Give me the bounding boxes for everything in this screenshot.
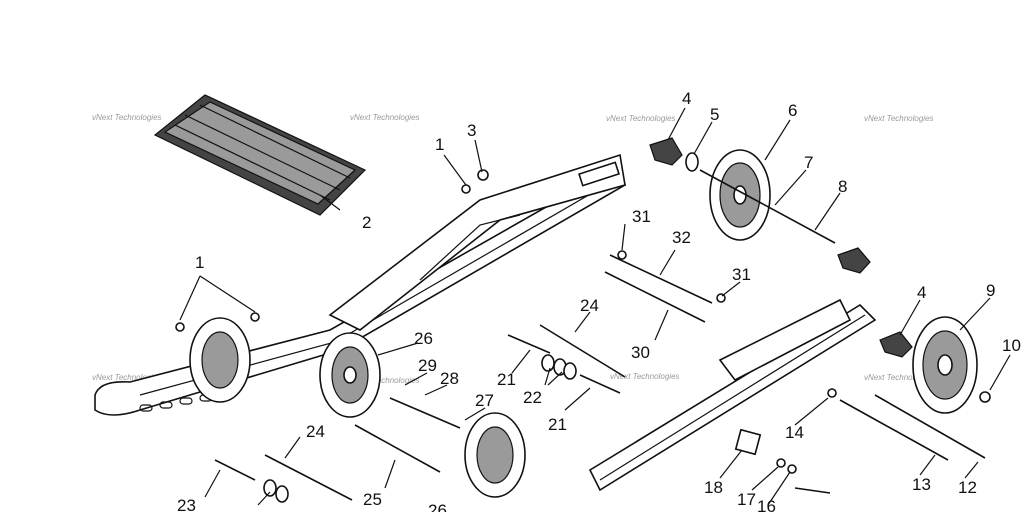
callout-label: 14 — [785, 423, 804, 442]
watermark-text: vNext Technologies — [864, 373, 934, 382]
small-parts — [175, 137, 991, 503]
callout-label: 32 — [672, 228, 691, 247]
callout-label: 7 — [804, 153, 813, 172]
wheel-part — [464, 412, 526, 498]
callout-label: 21 — [548, 415, 567, 434]
callout-label: 6 — [788, 101, 797, 120]
wheel-part — [709, 149, 771, 241]
callout-label: 4 — [682, 89, 691, 108]
callout-label: 31 — [632, 207, 651, 226]
watermark-text: vNext Technologies — [92, 113, 162, 122]
track-mat-part — [153, 94, 367, 216]
callout-label: 24 — [580, 296, 599, 315]
callout-label: 10 — [1002, 336, 1021, 355]
callout-label: 30 — [631, 343, 650, 362]
callout-label: 21 — [497, 370, 516, 389]
callout-label: 23 — [177, 496, 196, 512]
callout-label: 22 — [523, 388, 542, 407]
wheel-part — [189, 317, 251, 403]
leader-lines — [179, 107, 1011, 506]
callout-label: 12 — [958, 478, 977, 497]
callout-label: 18 — [704, 478, 723, 497]
callout-label: 26 — [414, 329, 433, 348]
upper-rail — [328, 153, 626, 331]
right-rail — [588, 298, 877, 492]
callout-label: 4 — [917, 283, 926, 302]
watermark-text: vNext Technologies — [606, 114, 676, 123]
callout-label: 9 — [986, 281, 995, 300]
shafts — [214, 169, 986, 501]
watermark-text: vNext Technologies — [864, 114, 934, 123]
watermark-text: vNext Technologies — [92, 373, 162, 382]
callout-label: 29 — [418, 356, 437, 375]
callout-label: 16 — [757, 497, 776, 512]
wheel-part — [912, 316, 978, 414]
watermark-text: vNext Technologies — [610, 372, 680, 381]
callout-label: 17 — [737, 490, 756, 509]
callout-label: 2 — [362, 213, 371, 232]
callout-label: 31 — [732, 265, 751, 284]
callout-label: 26 — [428, 501, 447, 512]
callout-label: 24 — [306, 422, 325, 441]
wheel-part — [319, 332, 381, 418]
callout-label: 1 — [435, 135, 444, 154]
callout-label: 13 — [912, 475, 931, 494]
callouts: 1 1 2 3 4 4 5 6 7 8 9 10 12 13 14 16 17 … — [177, 89, 1021, 512]
callout-label: 1 — [195, 253, 204, 272]
callout-label: 8 — [838, 177, 847, 196]
callout-label: 3 — [467, 121, 476, 140]
callout-label: 27 — [475, 391, 494, 410]
callout-label: 25 — [363, 490, 382, 509]
callout-label: 5 — [710, 105, 719, 124]
callout-label: 28 — [440, 369, 459, 388]
watermarks: vNext Technologies vNext Technologies vN… — [92, 113, 934, 385]
watermark-text: vNext Technologies — [350, 113, 420, 122]
watermark-text: vNext Technologies — [350, 376, 420, 385]
